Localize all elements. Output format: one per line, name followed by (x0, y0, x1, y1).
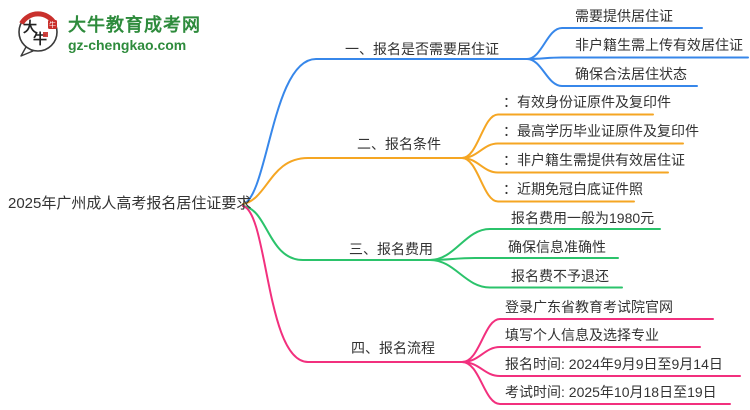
branch-2-trunk-line (242, 157, 463, 205)
branch-4-trunk-line (242, 205, 463, 363)
central-topic: 2025年广州成人高考报名居住证要求 (8, 195, 252, 212)
branch-4-leaf-1: 登录广东省教育考试院官网 (505, 299, 673, 315)
site-name: 大牛教育成考网 (68, 15, 201, 35)
svg-text:牛: 牛 (49, 20, 56, 29)
site-logo: 牛 大 牛 大牛教育成考网 gz-chengkao.com (16, 10, 201, 58)
branch-3-trunk-line (242, 205, 431, 261)
branch-4-leaf-4: 考试时间: 2025年10月18日至19日 (505, 384, 717, 400)
site-url: gz-chengkao.com (68, 37, 187, 53)
branch-1-leaf-3: 确保合法居住状态 (575, 66, 687, 82)
branch-1-label: 一、报名是否需要居住证 (345, 41, 499, 57)
branch-3-leaf-1-line (429, 228, 661, 261)
branch-1-leaf-2-line (526, 56, 749, 60)
branch-3-label: 三、报名费用 (349, 241, 433, 257)
branch-4-leaf-4-line (461, 361, 731, 405)
branch-3-leaf-1: 报名费用一般为1980元 (511, 210, 655, 226)
branch-2-label: 二、报名条件 (357, 136, 441, 152)
branch-2-leaf-4: ：近期免冠白底证件照 (503, 181, 643, 197)
branch-1-leaf-1-line (526, 27, 703, 60)
branch-2-leaf-1: ：有效身份证原件及复印件 (503, 94, 671, 110)
branch-3-leaf-3: 报名费不予退还 (511, 268, 609, 284)
branch-4-leaf-2: 填写个人信息及选择专业 (505, 327, 659, 343)
branch-3-leaf-3-line (429, 259, 623, 289)
branch-2-leaf-4-line (461, 157, 635, 203)
branch-1-leaf-2: 非户籍生需上传有效居住证 (575, 37, 743, 53)
branch-4-leaf-3: 报名时间: 2024年9月9日至9月14日 (505, 356, 723, 372)
site-logo-icon: 牛 大 牛 (18, 11, 58, 57)
branch-2-leaf-3: ：非户籍生需提供有效居住证 (503, 152, 685, 168)
branch-1-trunk-line (242, 58, 528, 205)
branch-3-leaf-2: 确保信息准确性 (508, 239, 606, 255)
branch-3-leaf-2-line (429, 257, 619, 261)
branch-4-label: 四、报名流程 (351, 340, 435, 356)
svg-text:大: 大 (23, 19, 37, 36)
branch-2-leaf-2: ：最高学历毕业证原件及复印件 (503, 123, 699, 139)
branch-1-leaf-1: 需要提供居住证 (575, 8, 673, 24)
branch-1-leaf-3-line (526, 58, 698, 87)
